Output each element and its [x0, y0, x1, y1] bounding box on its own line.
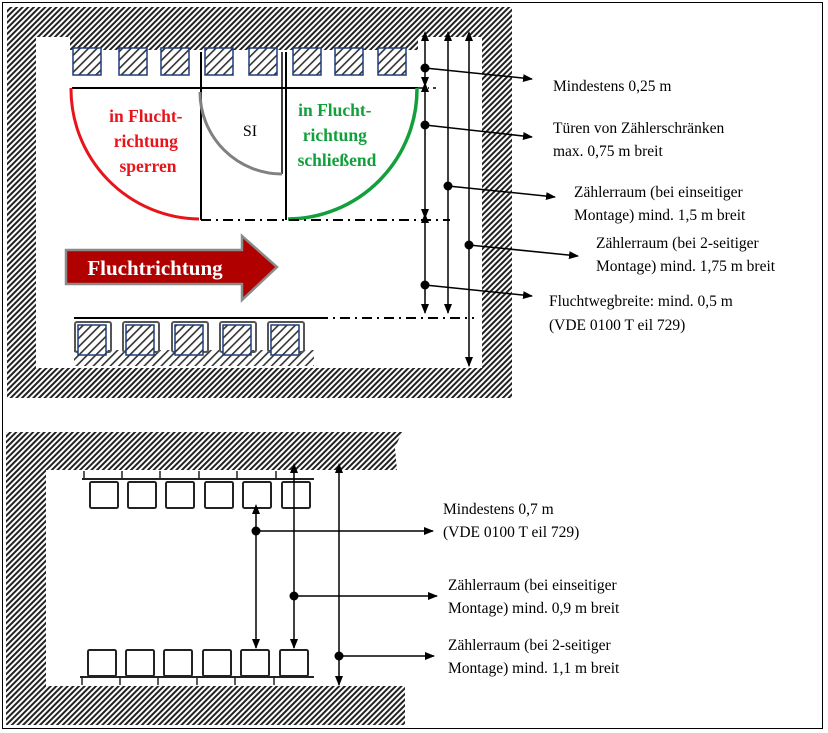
- escape-direction-arrow: Fluchtrichtung: [64, 233, 279, 303]
- door-swing-grey: [198, 91, 283, 176]
- meter-box: [204, 481, 234, 509]
- meter-cabinet: [204, 47, 234, 76]
- annotation-two-sided-175: Zählerraum (bei 2-seitiger Montage) mind…: [596, 235, 776, 275]
- meter-cabinet: [125, 324, 155, 356]
- door-swing-green: [287, 87, 419, 221]
- meter-box: [202, 649, 232, 677]
- dimension-lines-top: [421, 31, 473, 367]
- meter-cabinet: [77, 324, 107, 356]
- top-room-plan: in Flucht- richtung sperren SI in Flucht…: [7, 7, 776, 398]
- meter-cabinet: [174, 324, 204, 356]
- bottom-meter-row-lower: [80, 649, 314, 685]
- meter-box: [127, 481, 157, 509]
- annotation-min-07: Mindestens 0,7 m (VDE 0100 T eil 729): [443, 501, 579, 541]
- bottom-meter-row-upper: [82, 471, 314, 509]
- bottom-cabinet-row-top-diagram: [74, 317, 318, 366]
- meter-box: [87, 649, 117, 677]
- meter-box: [163, 649, 193, 677]
- meter-cabinet: [377, 47, 407, 76]
- leader-lines-bottom: [251, 526, 438, 661]
- escape-direction-label: Fluchtrichtung: [87, 256, 223, 280]
- meter-box: [89, 481, 119, 509]
- top-wall-cabinet-backing: [70, 37, 418, 50]
- meter-box: [279, 649, 309, 677]
- door-label-right: in Flucht- richtung schließend: [298, 100, 377, 170]
- door-label-si: SI: [243, 123, 257, 140]
- annotation-two-sided-11: Zählerraum (bei 2-seitiger Montage) mind…: [448, 637, 620, 677]
- annotation-min-025: Mindestens 0,25 m: [553, 78, 671, 95]
- leader-lines-top: [420, 63, 579, 300]
- annotation-one-sided-09: Zählerraum (bei einseitiger Montage) min…: [448, 577, 621, 617]
- meter-cabinet: [118, 47, 148, 76]
- meter-cabinet: [292, 47, 322, 76]
- meter-cabinet: [270, 324, 300, 356]
- annotation-one-sided-15: Zählerraum (bei einseitiger Montage) min…: [574, 184, 747, 224]
- meter-cabinet: [160, 47, 190, 76]
- bottom-wall: [6, 432, 405, 725]
- meter-box: [240, 649, 270, 677]
- top-cabinet-row: [72, 47, 407, 76]
- annotation-escape-width: Fluchtwegbreite: mind. 0,5 m (VDE 0100 T…: [549, 293, 737, 334]
- meter-box: [242, 481, 272, 509]
- meter-cabinet: [222, 324, 252, 356]
- meter-cabinet: [72, 47, 102, 76]
- meter-box: [281, 481, 311, 509]
- meter-box: [165, 481, 195, 509]
- door-label-left: in Flucht- richtung sperren: [109, 106, 187, 176]
- annotation-door-width: Türen von Zählerschränken max. 0,75 m br…: [553, 120, 728, 160]
- meter-cabinet: [334, 47, 364, 76]
- bottom-room-plan: Mindestens 0,7 m (VDE 0100 T eil 729) Zä…: [6, 432, 621, 725]
- meter-cabinet: [248, 47, 278, 76]
- door-swing-red: [69, 87, 200, 221]
- meter-box: [125, 649, 155, 677]
